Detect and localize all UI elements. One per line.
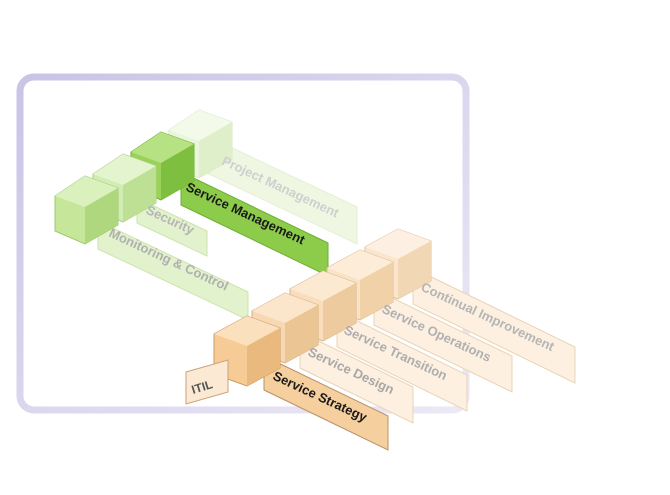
diagram-frame — [16, 73, 470, 414]
itil-base-tab: ITIL — [185, 359, 229, 405]
green-item-security: Security — [92, 153, 208, 257]
orange-item-service-strategy: Service Strategy — [213, 315, 389, 451]
itil-base-label: ITIL — [190, 377, 214, 397]
